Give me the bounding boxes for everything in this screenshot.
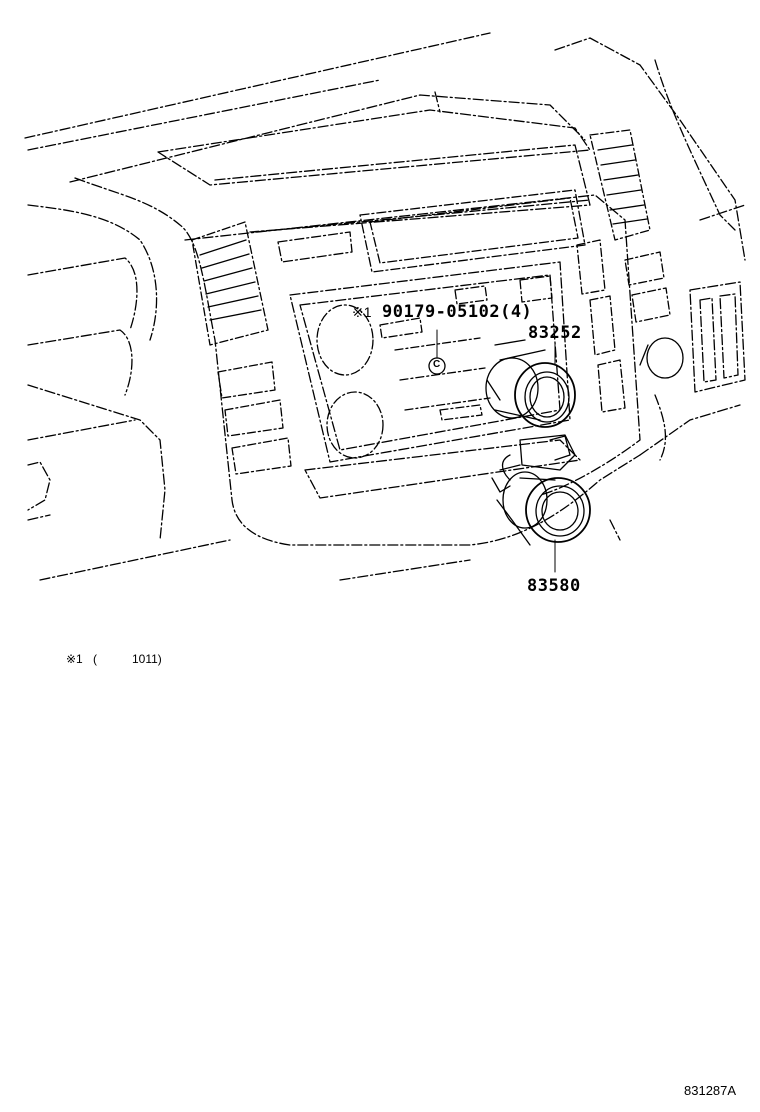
footnote-text: 1011): [132, 652, 162, 666]
left-switch-blocks: [217, 361, 292, 475]
clock-assembly-83252: [485, 339, 576, 428]
center-stack-frame: [74, 177, 641, 546]
footnote-paren: (: [93, 652, 97, 666]
gauge-assembly-83580: [491, 434, 591, 546]
lower-part-number: 83580: [527, 576, 581, 596]
leader-lines: [436, 329, 556, 573]
right-air-vent: [589, 129, 651, 241]
display-panel: [277, 189, 586, 273]
bolt-mark: ※1: [352, 304, 372, 320]
center-hood: [157, 91, 591, 233]
right-knob: [639, 337, 684, 379]
footnote-mark: ※1: [66, 652, 83, 666]
left-dials: [316, 304, 384, 459]
dash-top-edge: [24, 32, 586, 183]
right-dash-side: [554, 37, 746, 461]
left-dash-side: [27, 204, 621, 581]
illustration-id: 831287A: [684, 1083, 737, 1098]
radio-slots: [379, 275, 553, 421]
clip-letter: C: [433, 359, 441, 370]
bolt-part-number: 90179-05102(4): [382, 302, 533, 322]
left-air-vent: [191, 221, 269, 346]
right-switch-blocks: [576, 239, 671, 413]
upper-part-number: 83252: [528, 323, 582, 343]
